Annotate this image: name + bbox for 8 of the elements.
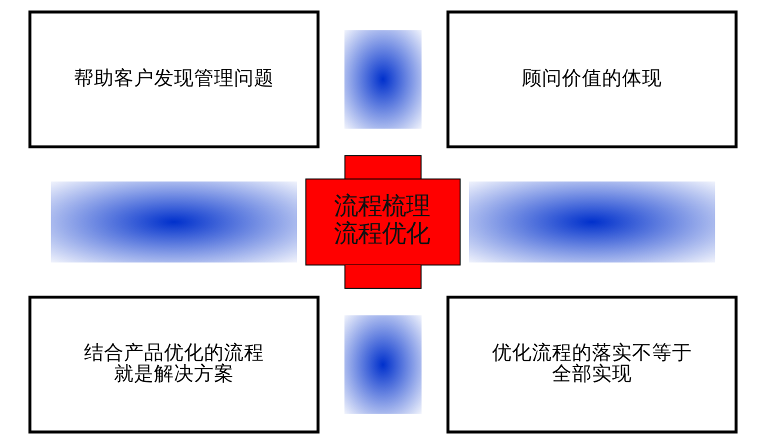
node-box: 顾问价值的体现 xyxy=(446,10,738,148)
node-box xyxy=(344,315,422,414)
node-bar xyxy=(468,181,716,263)
node-box: 帮助客户发现管理问题 xyxy=(28,10,320,148)
node-box xyxy=(344,30,422,129)
node-bar xyxy=(50,181,298,263)
node-box: 结合产品优化的流程就是解决方案 xyxy=(28,296,320,434)
node-box: 优化流程的落实不等于全部实现 xyxy=(446,296,738,434)
